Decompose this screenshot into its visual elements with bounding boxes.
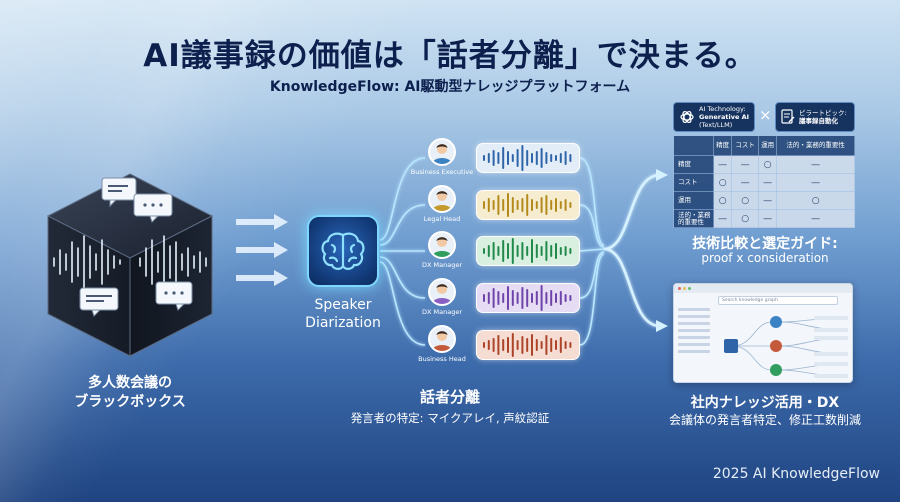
matrix-row-header: 法的・業務的重要性 bbox=[673, 209, 714, 228]
matrix-col-header: 運用 bbox=[758, 135, 778, 156]
matrix-header-row: 精度 コスト 運用 法的・業務的重要性 bbox=[673, 135, 855, 156]
document-edit-icon bbox=[781, 109, 795, 124]
knowledge-title: 社内ナレッジ活用・DX bbox=[690, 395, 840, 411]
speaker-label: Business Executive bbox=[410, 168, 474, 176]
matrix-cell: — bbox=[758, 209, 778, 228]
diarization-title: 話者分離 bbox=[419, 388, 480, 406]
matrix-col-header: 精度 bbox=[712, 135, 733, 156]
speaker-waveform bbox=[476, 283, 580, 313]
speaker-avatar bbox=[428, 138, 456, 166]
matrix-cell: — bbox=[731, 155, 760, 174]
person-icon bbox=[432, 191, 452, 211]
matrix-row-header: 精度 bbox=[673, 155, 714, 174]
speaker-label: Business Head bbox=[418, 355, 466, 363]
waveform-icon bbox=[483, 333, 572, 357]
cube-waveform bbox=[53, 235, 207, 289]
output-arrows bbox=[603, 173, 661, 328]
guide-title: 技術比較と選定ガイド: bbox=[692, 236, 838, 252]
page-title: AI議事録の価値は「話者分離」で決まる。 bbox=[143, 38, 757, 74]
knowledge-graph-icon bbox=[724, 316, 849, 378]
matrix-row: コスト ○ — — — bbox=[673, 173, 855, 192]
matrix-row: 法的・業務的重要性 — ○ — — bbox=[673, 209, 855, 228]
page-subtitle: KnowledgeFlow: AI駆動型ナレッジプラットフォーム bbox=[269, 79, 631, 95]
input-arrow-2 bbox=[236, 242, 288, 258]
knowledge-graph-screen: Search knowledge graph bbox=[673, 283, 853, 383]
speaker-waveform bbox=[476, 143, 580, 173]
input-arrows bbox=[236, 214, 288, 286]
matrix-corner bbox=[673, 135, 714, 156]
comparison-matrix: 精度 コスト 運用 法的・業務的重要性 精度 — — ○ — コスト ○ — —… bbox=[673, 135, 855, 228]
pillar-topic-card: ピラートピック: 議事録自動化 bbox=[775, 102, 855, 132]
matrix-cell: — bbox=[776, 209, 855, 228]
matrix-col-header: コスト bbox=[731, 135, 760, 156]
speaker-avatar bbox=[428, 325, 456, 353]
matrix-row: 運用 ○ ○ — ○ bbox=[673, 191, 855, 210]
footer-text: 2025 AI KnowledgeFlow bbox=[712, 466, 880, 482]
speaker-label: DX Manager bbox=[421, 261, 462, 269]
output-arrowhead-top bbox=[656, 169, 668, 181]
speaker-avatar bbox=[428, 185, 456, 213]
person-icon bbox=[432, 237, 452, 257]
input-arrow-3 bbox=[236, 270, 288, 286]
matrix-cell: ○ bbox=[758, 155, 778, 174]
chat-bubble-icon bbox=[79, 177, 193, 317]
matrix-row-header: コスト bbox=[673, 173, 714, 192]
person-icon bbox=[432, 331, 452, 351]
speaker-avatar bbox=[428, 278, 456, 306]
matrix-col-header: 法的・業務的重要性 bbox=[776, 135, 855, 156]
window-titlebar bbox=[674, 284, 852, 293]
matrix-cell: ○ bbox=[731, 209, 760, 228]
speaker-waveform bbox=[476, 190, 580, 220]
output-arrowhead-bottom bbox=[656, 320, 668, 332]
knowledge-subtitle: 会議体の発言者特定、修正工数削減 bbox=[668, 413, 861, 427]
guide-subtitle: proof x consideration bbox=[701, 251, 829, 265]
speaker-waveform bbox=[476, 236, 580, 266]
matrix-cell: — bbox=[712, 209, 733, 228]
person-icon bbox=[432, 144, 452, 164]
speaker-diarization-box bbox=[307, 215, 379, 287]
speaker-waveform bbox=[476, 330, 580, 360]
matrix-cell: — bbox=[758, 191, 778, 210]
merge-lines bbox=[579, 157, 605, 346]
matrix-cell: — bbox=[776, 173, 855, 192]
speaker-label: Legal Head bbox=[423, 215, 461, 223]
matrix-cell: ○ bbox=[712, 191, 733, 210]
matrix-cell: — bbox=[776, 155, 855, 174]
matrix-cell: ○ bbox=[776, 191, 855, 210]
matrix-cell: ○ bbox=[731, 191, 760, 210]
speaker-avatar bbox=[428, 231, 456, 259]
waveform-icon bbox=[483, 145, 572, 171]
ai-technology-card: AI Technology: Generative AI (Text/LLM) bbox=[673, 102, 755, 132]
waveform-icon bbox=[483, 285, 572, 311]
matrix-row: 精度 — — ○ — bbox=[673, 155, 855, 174]
speaker-label: DX Manager bbox=[421, 308, 462, 316]
search-input[interactable]: Search knowledge graph bbox=[718, 296, 838, 305]
matrix-cell: — bbox=[731, 173, 760, 192]
times-symbol: × bbox=[759, 106, 772, 124]
branch-lines bbox=[379, 157, 426, 346]
input-arrow-1 bbox=[236, 214, 288, 230]
matrix-row-header: 運用 bbox=[673, 191, 714, 210]
screen-sidebar bbox=[678, 308, 710, 357]
waveform-icon bbox=[483, 238, 572, 264]
waveform-icon bbox=[483, 193, 572, 217]
black-box-cube bbox=[40, 170, 220, 360]
person-icon bbox=[432, 284, 452, 304]
diarization-subtitle: 発言者の特定: マイクアレイ, 声紋認証 bbox=[350, 411, 550, 425]
matrix-cell: — bbox=[712, 155, 733, 174]
matrix-cell: — bbox=[758, 173, 778, 192]
black-box-label: 多人数会議の ブラックボックス bbox=[74, 375, 186, 410]
brain-icon bbox=[321, 232, 365, 270]
speaker-diarization-label: Speaker Diarization bbox=[305, 297, 381, 331]
ai-knot-icon bbox=[680, 110, 694, 124]
matrix-cell: ○ bbox=[712, 173, 733, 192]
